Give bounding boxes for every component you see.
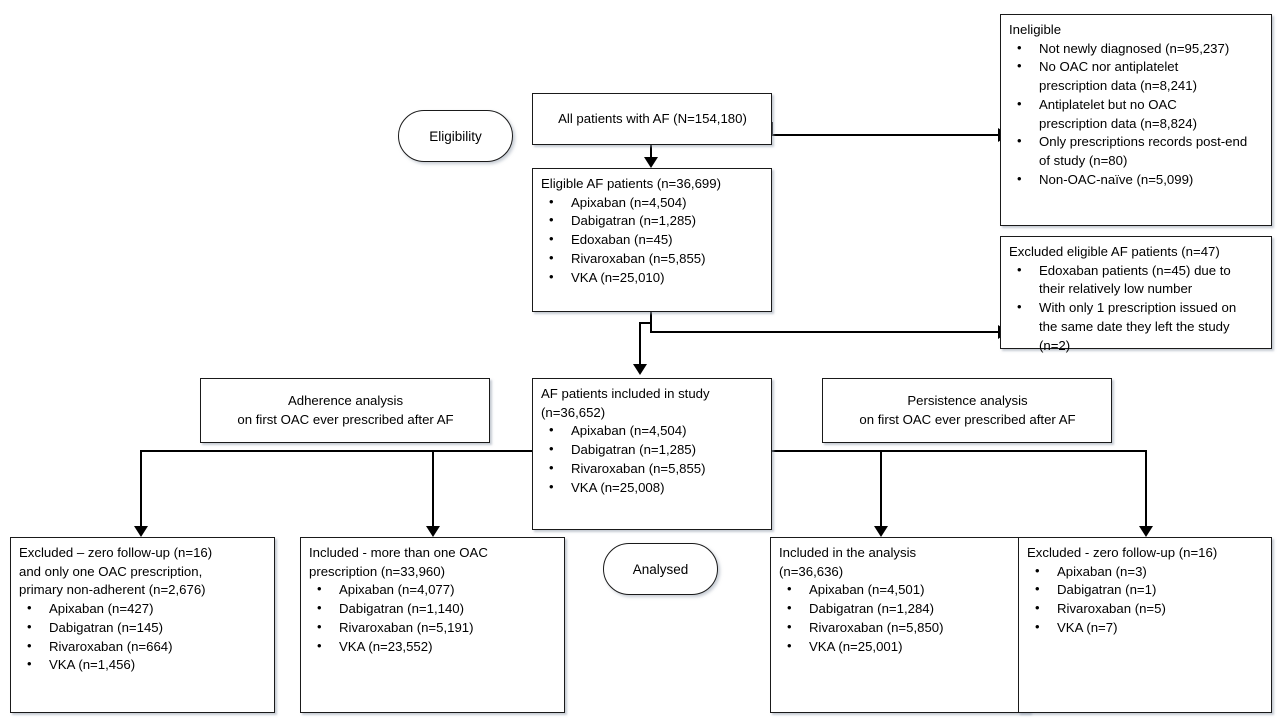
list-item: Apixaban (n=3) [1027,562,1264,582]
node-excluded-persistence: Excluded - zero follow-up (n=16) Apixaba… [1018,537,1272,713]
node-included-adherence-title: Included - more than one OAC prescriptio… [309,545,488,579]
node-excluded-eligible-af-patients-title: Excluded eligible AF patients (n=47) [1009,244,1220,259]
connector-eligible-elbow [639,322,652,324]
stage-label-eligibility: Eligibility [398,110,513,162]
list-item: Dabigatran (n=1) [1027,580,1264,600]
list-item: Rivaroxaban (n=5,850) [779,618,1022,638]
node-persistence-analysis-title: Persistence analysis on first OAC ever p… [859,392,1076,427]
list-item: VKA (n=23,552) [309,637,557,657]
stage-label-analysed-text: Analysed [632,561,689,577]
list-item: No OAC nor antiplatelet prescription dat… [1009,57,1264,95]
node-adherence-analysis-title: Adherence analysis on first OAC ever pre… [237,392,454,427]
node-excluded-persistence-list: Apixaban (n=3) Dabigatran (n=1) Rivaroxa… [1027,562,1264,638]
node-ineligible-list: Not newly diagnosed (n=95,237) No OAC no… [1009,39,1264,190]
node-eligible-af-patients-title: Eligible AF patients (n=36,699) [541,176,721,191]
arrowhead-to-included-adherence [426,526,440,537]
list-item: Antiplatelet but no OAC prescription dat… [1009,95,1264,133]
connector-left-bus-drop-1 [140,450,142,532]
list-item: Apixaban (n=4,504) [541,421,764,441]
arrowhead-to-included-study [633,364,647,375]
node-eligible-af-patients: Eligible AF patients (n=36,699) Apixaban… [532,168,772,312]
node-excluded-eligible-af-patients-list: Edoxaban patients (n=45) due to their re… [1009,261,1264,356]
list-item: With only 1 prescription issued on the s… [1009,298,1264,355]
arrowhead-to-excluded-persistence [1139,526,1153,537]
node-included-persistence-title: Included in the analysis (n=36,636) [779,545,917,579]
list-item: VKA (n=25,008) [541,478,764,498]
connector-eligible-to-included-vertical [639,322,641,370]
list-item: Rivaroxaban (n=5) [1027,599,1264,619]
arrowhead-to-excluded-adherence [134,526,148,537]
node-included-persistence: Included in the analysis (n=36,636) Apix… [770,537,1030,713]
node-af-patients-included-in-study-title: AF patients included in study (n=36,652) [541,386,710,420]
node-ineligible-title: Ineligible [1009,22,1062,37]
connector-eligible-to-excluded-horizontal [650,331,1000,333]
list-item: Rivaroxaban (n=5,855) [541,249,764,269]
node-all-patients-with-af: All patients with AF (N=154,180) [532,93,772,145]
stage-label-eligibility-text: Eligibility [429,128,482,144]
list-item: Dabigatran (n=1,284) [779,599,1022,619]
connector-right-bus-drop-2 [1145,450,1147,532]
node-excluded-adherence-list: Apixaban (n=427) Dabigatran (n=145) Riva… [19,599,267,675]
list-item: Rivaroxaban (n=664) [19,637,267,657]
connector-allpatients-to-eligible-vertical [650,145,652,165]
connector-allpatients-to-ineligible-horizontal [771,134,1000,136]
list-item: Dabigatran (n=145) [19,618,267,638]
list-item: Non-OAC-naïve (n=5,099) [1009,170,1264,190]
list-item: Dabigatran (n=1,140) [309,599,557,619]
node-adherence-analysis: Adherence analysis on first OAC ever pre… [200,378,490,443]
arrowhead-to-eligible-af [644,157,658,168]
node-eligible-af-patients-list: Apixaban (n=4,504) Dabigatran (n=1,285) … [541,193,764,288]
node-included-adherence-list: Apixaban (n=4,077) Dabigatran (n=1,140) … [309,580,557,657]
list-item: Dabigatran (n=1,285) [541,440,764,460]
list-item: Apixaban (n=427) [19,599,267,619]
node-excluded-persistence-title: Excluded - zero follow-up (n=16) [1027,545,1218,560]
list-item: Rivaroxaban (n=5,855) [541,459,764,479]
list-item: Edoxaban patients (n=45) due to their re… [1009,261,1264,299]
node-ineligible: Ineligible Not newly diagnosed (n=95,237… [1000,14,1272,226]
connector-left-bus [140,450,532,452]
connector-allpatients-to-ineligible-vertical [771,122,773,136]
list-item: Rivaroxaban (n=5,191) [309,618,557,638]
list-item: Not newly diagnosed (n=95,237) [1009,39,1264,59]
list-item: Dabigatran (n=1,285) [541,211,764,231]
node-all-patients-with-af-title: All patients with AF (N=154,180) [558,110,747,126]
list-item: VKA (n=7) [1027,618,1264,638]
list-item: Apixaban (n=4,501) [779,580,1022,600]
node-af-patients-included-in-study: AF patients included in study (n=36,652)… [532,378,772,530]
list-item: VKA (n=25,001) [779,637,1022,657]
arrowhead-to-included-persistence [874,526,888,537]
list-item: Only prescriptions records post-end of s… [1009,132,1264,170]
list-item: VKA (n=25,010) [541,268,764,288]
connector-left-bus-drop-2 [432,450,434,532]
connector-right-bus-drop-1 [880,450,882,532]
node-excluded-adherence: Excluded – zero follow-up (n=16) and onl… [10,537,275,713]
stage-label-analysed: Analysed [603,543,718,595]
node-excluded-eligible-af-patients: Excluded eligible AF patients (n=47) Edo… [1000,236,1272,353]
list-item: VKA (n=1,456) [19,655,267,675]
node-excluded-adherence-title: Excluded – zero follow-up (n=16) and onl… [19,545,213,598]
list-item: Apixaban (n=4,077) [309,580,557,600]
list-item: Edoxaban (n=45) [541,230,764,250]
node-included-adherence: Included - more than one OAC prescriptio… [300,537,565,713]
node-af-patients-included-in-study-list: Apixaban (n=4,504) Dabigatran (n=1,285) … [541,421,764,498]
connector-right-bus [772,450,1147,452]
node-included-persistence-list: Apixaban (n=4,501) Dabigatran (n=1,284) … [779,580,1022,657]
node-persistence-analysis: Persistence analysis on first OAC ever p… [822,378,1112,443]
list-item: Apixaban (n=4,504) [541,193,764,213]
